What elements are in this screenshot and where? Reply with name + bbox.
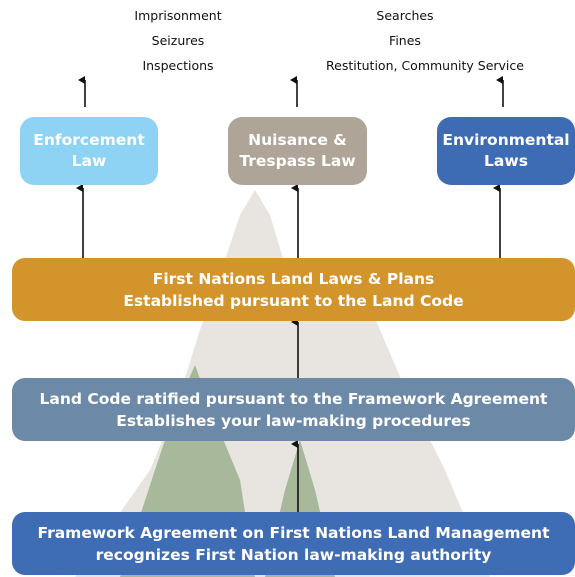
land-code-line-2: Establishes your law-making procedures <box>116 411 471 430</box>
enforcement-law-box: Enforcement Law <box>20 117 158 185</box>
caption-inspections: Inspections <box>142 58 214 73</box>
environmental-laws-line-2: Laws <box>484 152 528 170</box>
land-laws-line-1: First Nations Land Laws & Plans <box>152 269 435 288</box>
environmental-laws-line-1: Environmental <box>442 131 570 149</box>
first-nations-land-laws-box: First Nations Land Laws & Plans Establis… <box>12 258 575 321</box>
caption-fines: Fines <box>389 33 421 48</box>
enforcement-law-line-2: Law <box>71 152 107 170</box>
framework-agreement-box: Framework Agreement on First Nations Lan… <box>12 512 575 575</box>
land-code-box: Land Code ratified pursuant to the Frame… <box>12 378 575 441</box>
framework-line-1: Framework Agreement on First Nations Lan… <box>37 523 550 542</box>
caption-seizures: Seizures <box>151 33 205 48</box>
nuisance-trespass-law-box: Nuisance & Trespass Law <box>228 117 367 185</box>
caption-restitution-community-service: Restitution, Community Service <box>326 58 524 73</box>
land-laws-line-2: Established pursuant to the Land Code <box>123 291 464 310</box>
caption-imprisonment: Imprisonment <box>134 8 222 23</box>
land-code-line-1: Land Code ratified pursuant to the Frame… <box>39 389 548 408</box>
framework-line-2: recognizes First Nation law-making autho… <box>95 545 492 564</box>
caption-searches: Searches <box>376 8 434 23</box>
nuisance-law-line-1: Nuisance & <box>248 131 347 149</box>
environmental-laws-box: Environmental Laws <box>437 117 575 185</box>
enforcement-law-line-1: Enforcement <box>33 131 145 149</box>
nuisance-law-line-2: Trespass Law <box>239 152 356 170</box>
